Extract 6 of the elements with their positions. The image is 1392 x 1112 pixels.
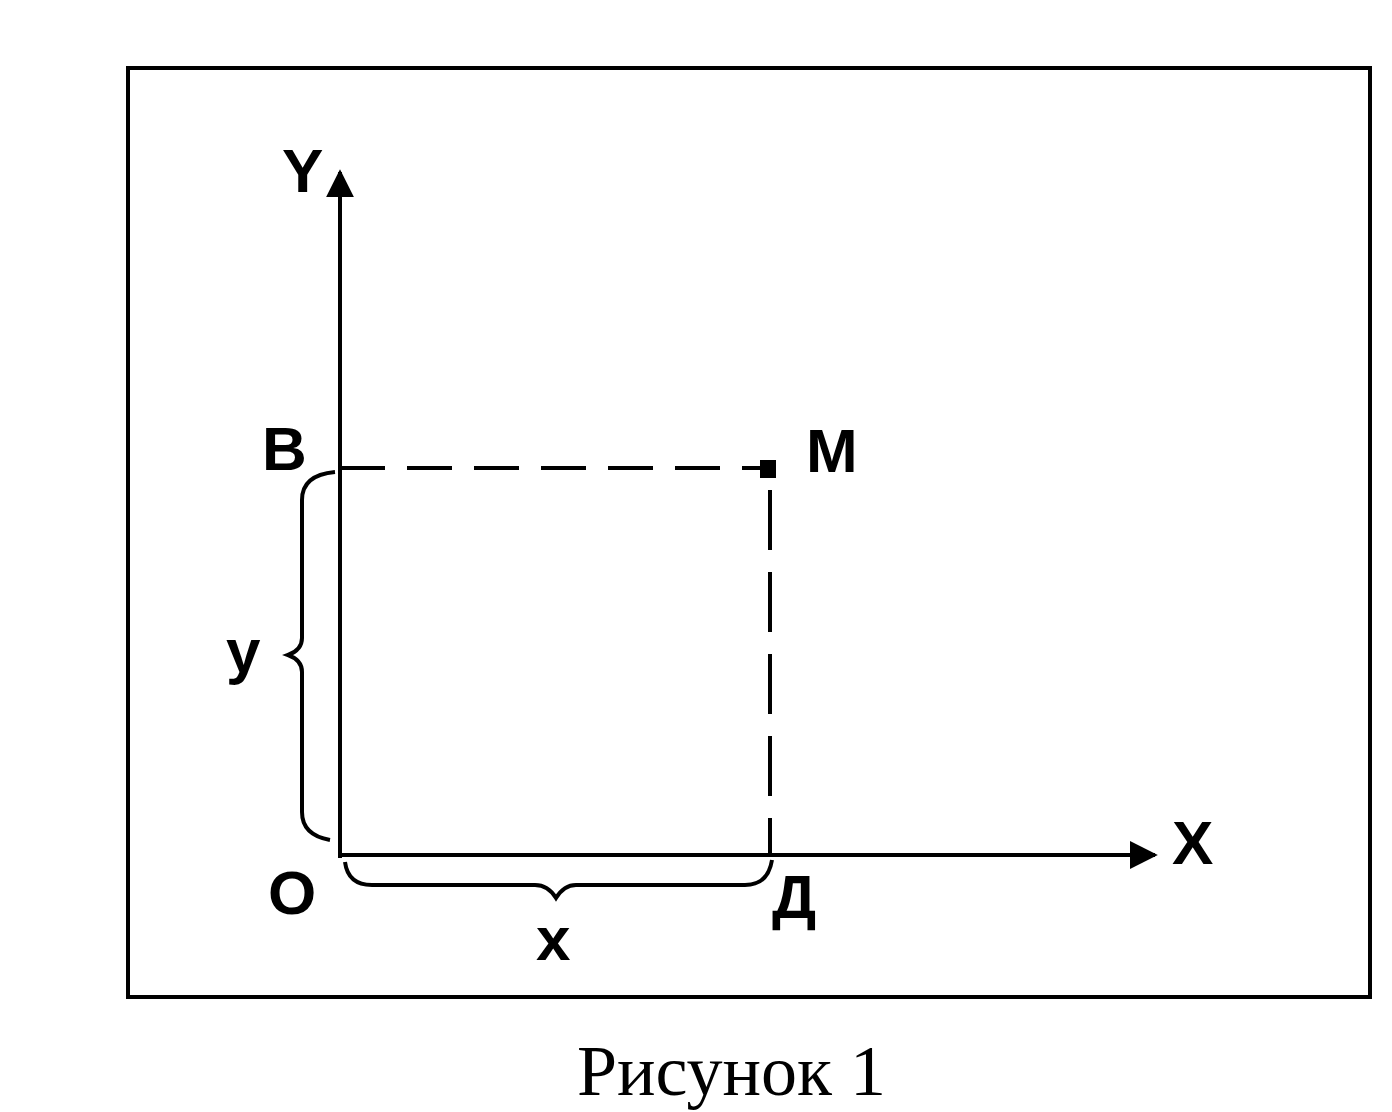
axis-label: X — [1172, 812, 1214, 874]
axis-label: Y — [282, 140, 324, 202]
dimension-label: x — [536, 908, 571, 970]
point-label: M — [806, 420, 858, 482]
point-label: O — [268, 862, 317, 924]
point-label: B — [262, 418, 307, 480]
